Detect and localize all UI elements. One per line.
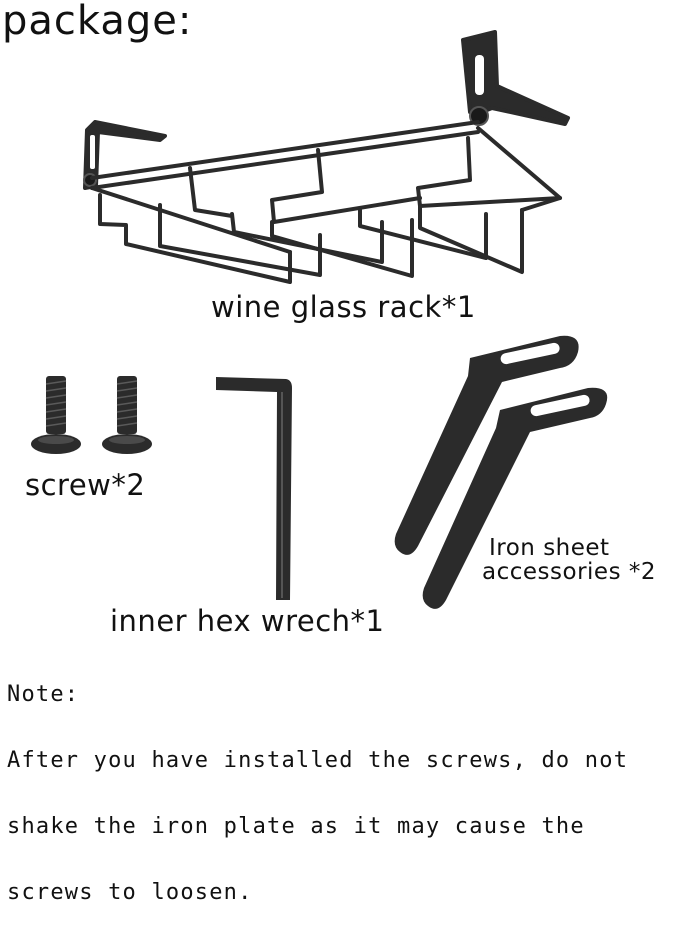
iron-bracket-icon [394,335,608,609]
hex-key-label: inner hex wrech*1 [110,604,385,638]
note-heading: Note: [7,682,80,707]
package-title: package: [2,0,193,44]
iron-sheet-label-line1: Iron sheet [489,535,610,561]
note-block: Note: After you have installed the screw… [7,640,679,926]
screw-icon [31,376,152,454]
note-line-2: shake the iron plate as it may cause the [7,814,585,839]
note-line-3: screws to loosen. [7,880,253,905]
hex-key-icon [216,377,292,600]
wine-glass-rack-icon [83,30,570,284]
rack-label: wine glass rack*1 [211,290,476,324]
iron-sheet-label: Iron sheet accessories *2 [482,536,656,584]
screw-label: screw*2 [25,468,146,502]
iron-sheet-label-line2: accessories *2 [482,559,656,585]
note-line-1: After you have installed the screws, do … [7,748,629,773]
